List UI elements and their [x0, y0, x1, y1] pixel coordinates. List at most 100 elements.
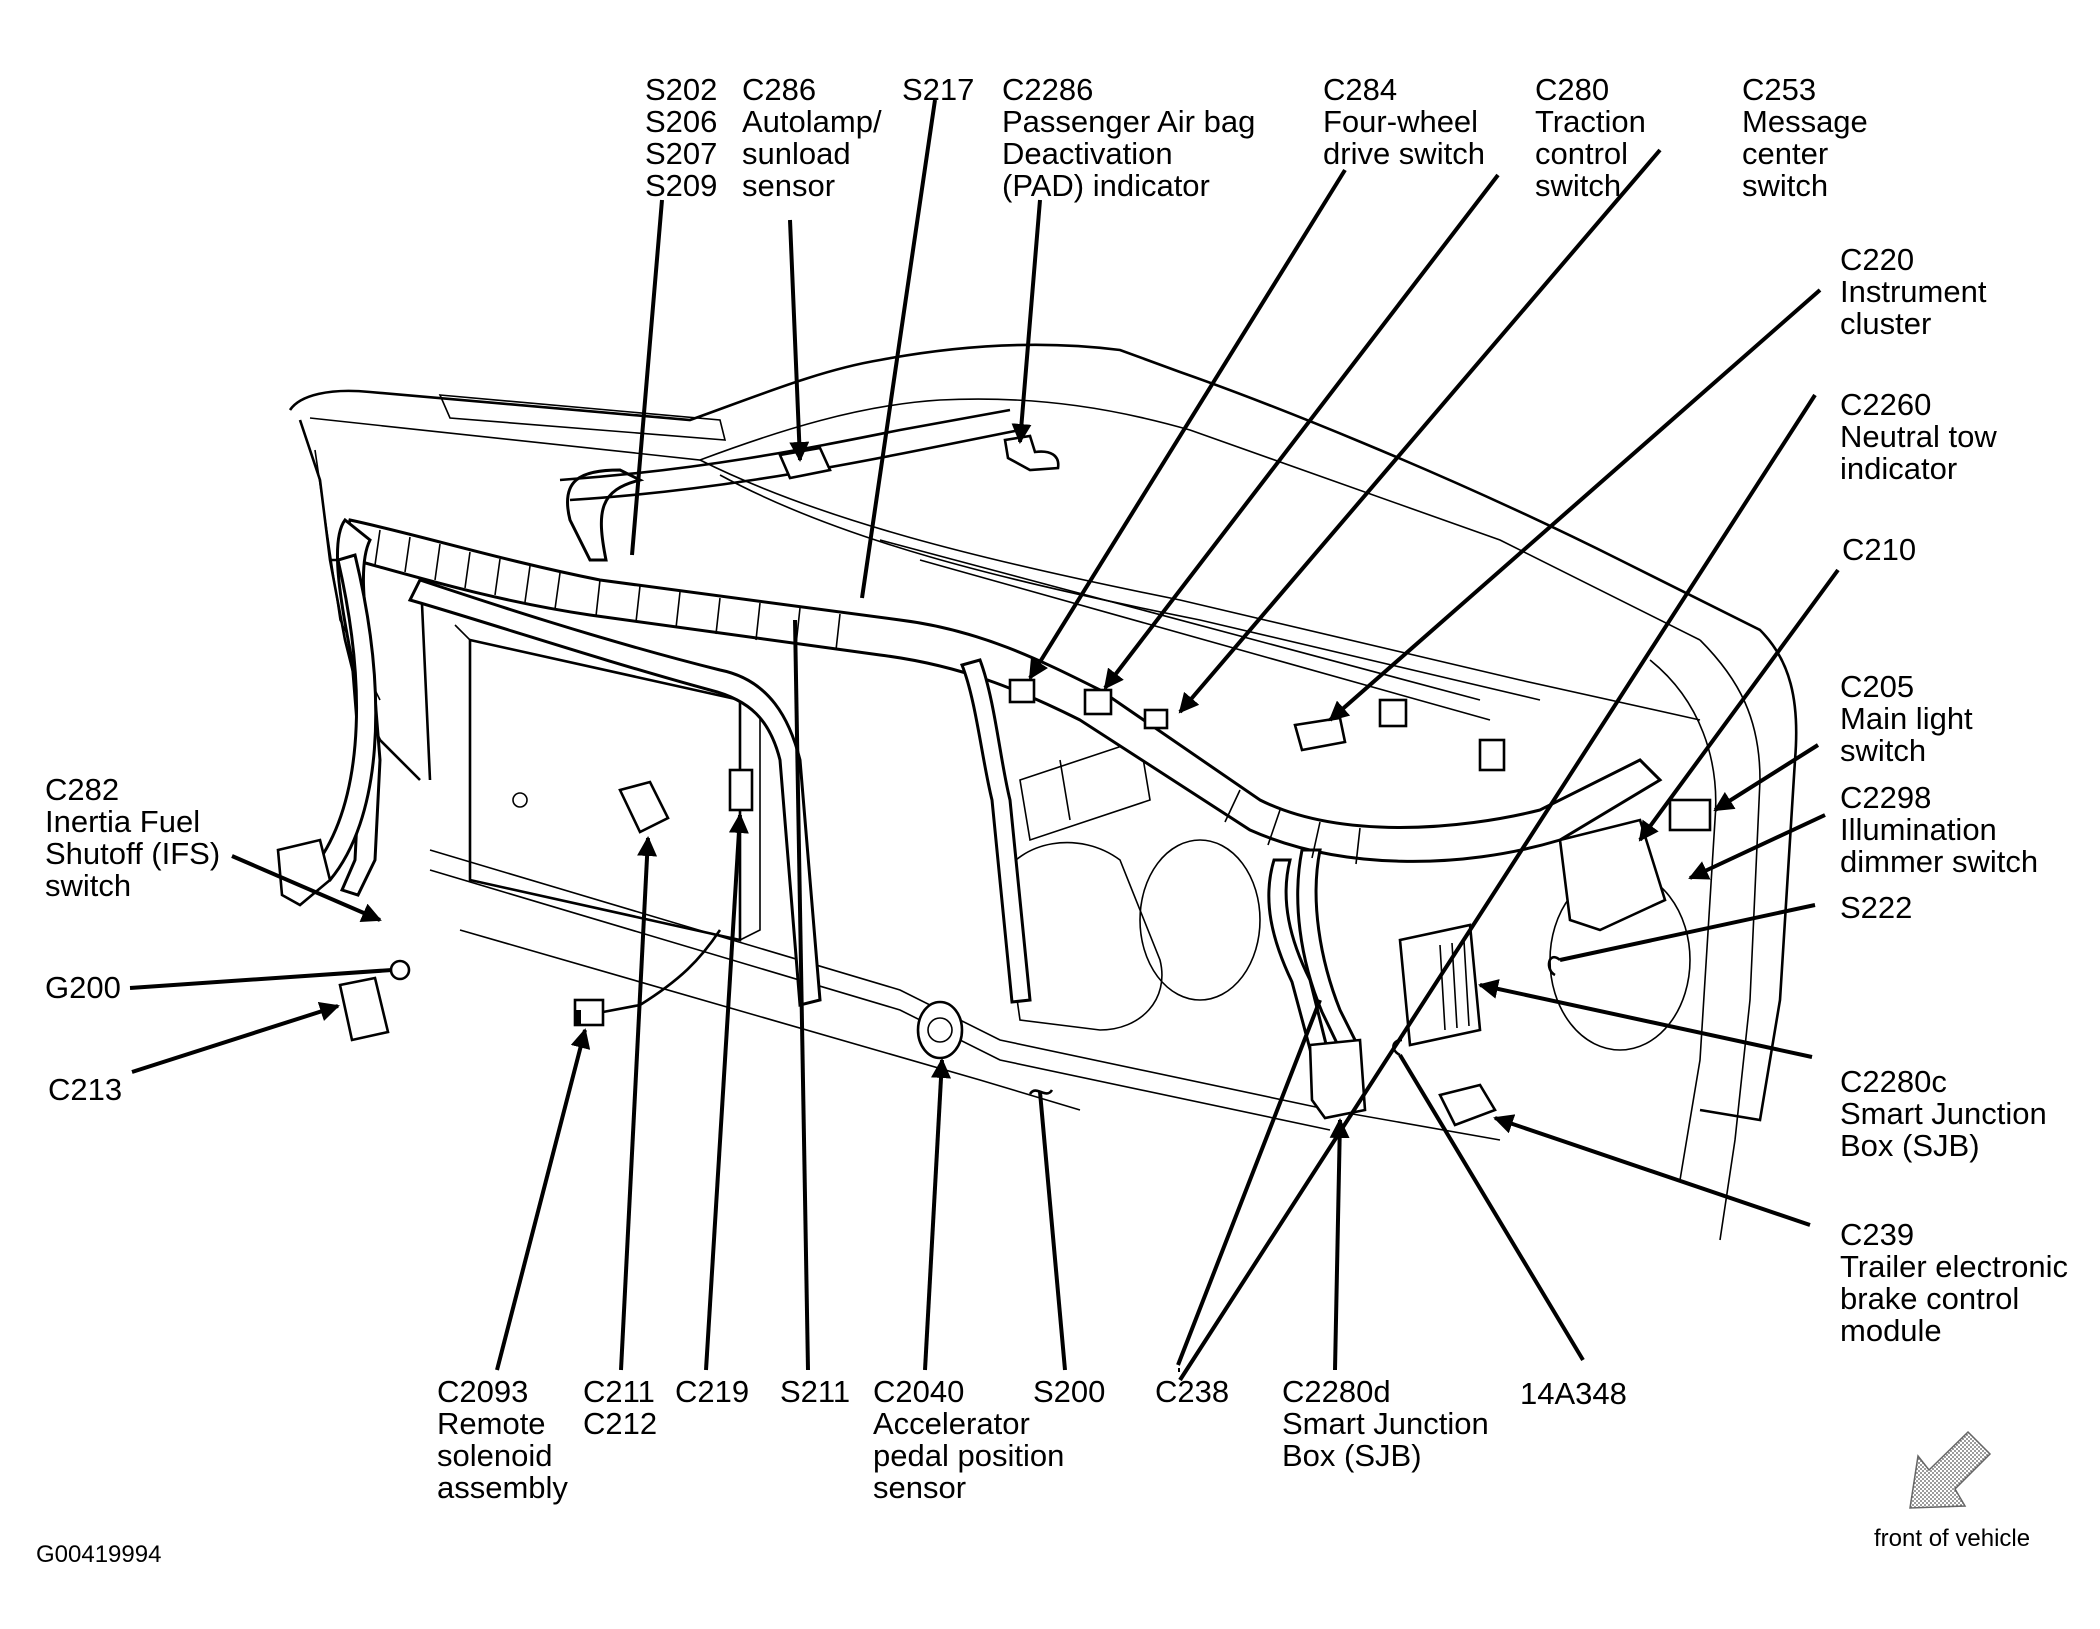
leader-c2280d: [1329, 1118, 1350, 1371]
label-s200: S200: [1033, 1374, 1105, 1409]
knee-bolster-opening: [1139, 839, 1261, 1001]
defrost-vent: [438, 394, 727, 441]
dash-top-inner: [309, 398, 1701, 641]
label-line: solenoid: [437, 1438, 552, 1473]
remote-solenoid-lead: [602, 929, 722, 1014]
trailer-brake-module-connector: [1438, 1083, 1497, 1127]
leader-c2040: [923, 1058, 951, 1371]
leader-c286: [788, 219, 810, 462]
label-line: Smart Junction: [1840, 1096, 2047, 1131]
label-c213: C213: [48, 1072, 122, 1107]
label-line: switch: [45, 868, 131, 903]
harness-tape-bands: [374, 529, 1361, 865]
label-line: Instrument: [1840, 274, 1987, 309]
label-line: module: [1840, 1313, 1942, 1348]
dash-ridge-2: [719, 474, 1541, 701]
g200-ground-eyelet: [389, 959, 411, 981]
center-module-logo: [512, 792, 528, 808]
leader-c280: [1103, 173, 1500, 690]
beam-bracket: [1019, 738, 1151, 842]
label-line: Main light: [1840, 701, 1973, 736]
label-line: C219: [675, 1374, 749, 1409]
label-line: C213: [48, 1072, 122, 1107]
label-line: switch: [1840, 733, 1926, 768]
c213-connector: [338, 976, 390, 1042]
leader-c238-main: [1176, 999, 1322, 1366]
label-14a348: 14A348: [1520, 1376, 1627, 1411]
label-line: Remote: [437, 1406, 546, 1441]
label-line: switch: [1535, 168, 1621, 203]
harness-center-drop: [959, 658, 1032, 1004]
label-c219: C219: [675, 1374, 749, 1409]
accelerator-pedal-sensor: [916, 1000, 964, 1060]
label-line: C205: [1840, 669, 1914, 704]
label-line: Accelerator: [873, 1406, 1030, 1441]
leader-c284: [1028, 168, 1347, 680]
leader-c219: [704, 813, 749, 1371]
label-line: 14A348: [1520, 1376, 1627, 1411]
label-line: brake control: [1840, 1281, 2019, 1316]
label-line: C210: [1842, 532, 1916, 567]
leader-s211: [793, 619, 810, 1371]
leader-s200-hook: [1028, 1089, 1054, 1095]
label-s211: S211: [780, 1374, 850, 1409]
instrument-panel-illustration: [276, 343, 1798, 1241]
front-arrow-icon: [1909, 1430, 1992, 1509]
leader-s217: [860, 99, 937, 599]
label-s222: S222: [1840, 890, 1912, 925]
front-of-vehicle-indicator: front of vehicle: [1874, 1430, 2030, 1552]
traction-control-connector: [1083, 688, 1113, 716]
autolamp-sensor-part: [778, 446, 832, 480]
leader-s222-hook: [1547, 956, 1561, 977]
neutral-tow-connector: [1478, 738, 1506, 772]
pad-indicator-part: [1003, 434, 1060, 472]
leader-c239: [1493, 1114, 1811, 1227]
label-line: sensor: [742, 168, 835, 203]
label-line: Autolamp/: [742, 104, 882, 139]
label-c238: C238: [1155, 1374, 1229, 1409]
harness-lower-loop: [407, 578, 822, 1007]
leader-c2260: [1178, 393, 1817, 1382]
label-line: C286: [742, 72, 816, 107]
instrument-cluster-connector: [1293, 716, 1347, 752]
leader-s222: [1559, 903, 1816, 962]
main-light-switch-connector: [1668, 798, 1712, 832]
lower-rail-1: [429, 849, 1501, 1141]
label-line: S211: [780, 1374, 850, 1409]
dash-outer-right-2: [1649, 659, 1717, 1181]
label-line: Passenger Air bag: [1002, 104, 1255, 139]
leader-g200: [129, 968, 393, 990]
label-line: assembly: [437, 1470, 568, 1505]
label-line: indicator: [1840, 451, 1957, 486]
label-line: center: [1742, 136, 1828, 171]
leader-c2286: [1011, 199, 1042, 444]
label-line: Box (SJB): [1840, 1128, 1980, 1163]
leader-c220: [1328, 288, 1822, 722]
main-harness-trunk: [338, 518, 1663, 863]
label-line: Neutral tow: [1840, 419, 1997, 454]
dash-top-outline: [288, 343, 1798, 1122]
label-line: C2298: [1840, 780, 1931, 815]
label-line: S200: [1033, 1374, 1105, 1409]
label-line: C253: [1742, 72, 1816, 107]
label-line: S207: [645, 136, 717, 171]
label-line: Smart Junction: [1282, 1406, 1489, 1441]
message-center-connector: [1143, 708, 1169, 730]
label-line: Box (SJB): [1282, 1438, 1422, 1473]
label-line: C284: [1323, 72, 1397, 107]
label-line: C211: [583, 1374, 655, 1409]
label-line: S202: [645, 72, 717, 107]
label-line: sensor: [873, 1470, 966, 1505]
